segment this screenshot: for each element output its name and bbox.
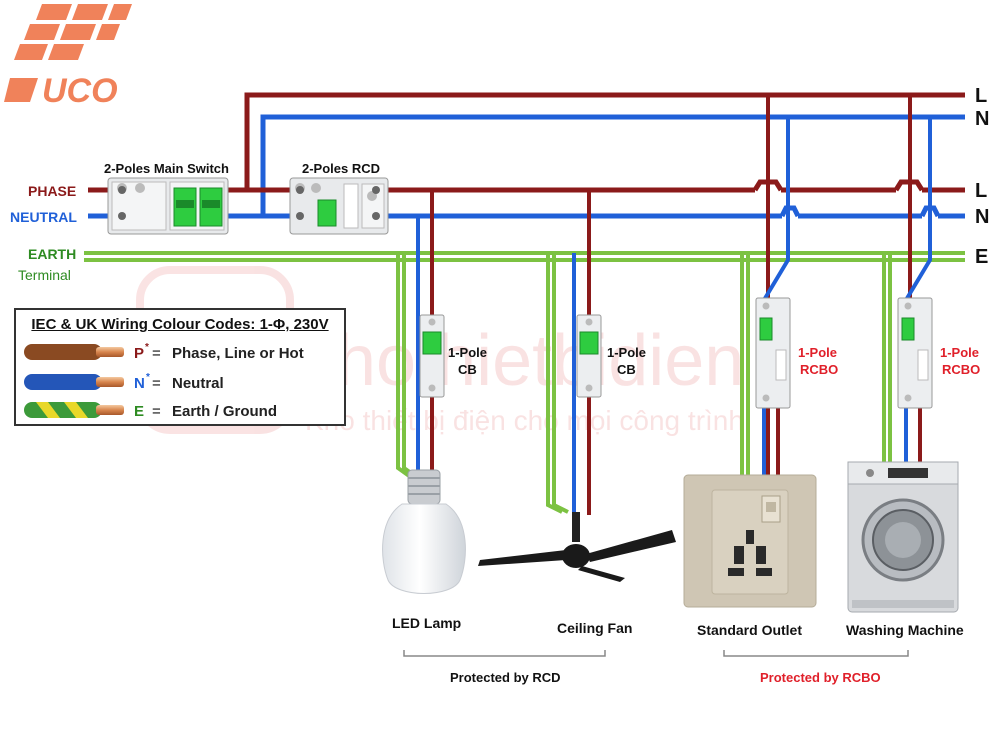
watermark-main: khothietbidien <box>300 321 744 401</box>
legend-e-eq: = <box>152 403 161 420</box>
rcbo-2 <box>897 297 933 409</box>
outlet-branch <box>740 95 790 475</box>
green-yellow-wire-icon <box>24 402 124 418</box>
legend-p-text: Phase, Line or Hot <box>172 345 304 362</box>
rcd <box>289 177 389 235</box>
logo-text: UCO <box>42 72 118 110</box>
cb2-label-line1: 1-Pole <box>607 345 646 360</box>
legend-n-code: N <box>134 375 145 392</box>
bus-labels: L N L N E <box>975 85 989 268</box>
legend-graphic: P * = Phase, Line or Hot N * = Neutral E… <box>24 342 304 420</box>
cb2-label-line2: CB <box>617 362 636 377</box>
rcd-group-label: Protected by RCD <box>450 670 561 685</box>
label-mid-n: N <box>975 206 989 228</box>
cb-1 <box>419 314 445 398</box>
standard-outlet-icon <box>683 474 817 608</box>
ceiling-fan-icon <box>478 512 676 582</box>
rcbo-group-bracket <box>723 650 909 657</box>
rcbo1-label-line2: RCBO <box>800 362 838 377</box>
blue-wire-icon <box>24 374 124 390</box>
top-n-bus <box>260 114 965 216</box>
led-lamp-icon <box>382 469 466 594</box>
legend-e-code: E <box>134 403 144 420</box>
main-switch <box>107 177 229 235</box>
watermark-sub: Kho thiết bị điện cho mọi công trình <box>305 405 744 436</box>
terminal-label: Terminal <box>18 267 71 283</box>
uco-logo: UCO <box>4 4 132 110</box>
earth-bus <box>84 251 965 262</box>
rcbo1-label-line1: 1-Pole <box>798 345 837 360</box>
wiring-colour-legend: IEC & UK Wiring Colour Codes: 1-Φ, 230V … <box>14 308 346 426</box>
washer-label: Washing Machine <box>846 622 964 638</box>
legend-title: IEC & UK Wiring Colour Codes: 1-Φ, 230V <box>31 316 329 333</box>
cb1-label-line2: CB <box>458 362 477 377</box>
legend-p-sup: * <box>145 342 149 353</box>
rcbo-1 <box>755 297 791 409</box>
terminal-dots <box>118 186 380 220</box>
legend-e-text: Earth / Ground <box>172 403 277 420</box>
neutral-label: NEUTRAL <box>10 209 77 225</box>
legend-n-sup: * <box>146 372 150 383</box>
rcd-group-bracket <box>403 650 606 657</box>
rcd-label: 2-Poles RCD <box>302 161 380 176</box>
rcbo2-label-line2: RCBO <box>942 362 980 377</box>
legend-p-eq: = <box>152 345 161 362</box>
rcbo-group-label: Protected by RCBO <box>760 670 881 685</box>
phase-label: PHASE <box>28 183 76 199</box>
washer-branch <box>882 95 932 462</box>
legend-n-eq: = <box>152 375 161 392</box>
cb1-label-line1: 1-Pole <box>448 345 487 360</box>
brown-wire-icon <box>24 344 124 360</box>
legend-n-text: Neutral <box>172 375 224 392</box>
washing-machine-icon <box>847 461 959 613</box>
outlet-label: Standard Outlet <box>697 622 802 638</box>
label-top-l: L <box>975 85 987 107</box>
cb-2 <box>576 314 602 398</box>
main-switch-label: 2-Poles Main Switch <box>104 161 229 176</box>
watermark: khothietbidien Kho thiết bị điện cho mọi… <box>136 266 744 436</box>
label-mid-l: L <box>975 180 987 202</box>
legend-p-code: P <box>134 345 144 362</box>
earth-label: EARTH <box>28 246 76 262</box>
rcbo2-label-line1: 1-Pole <box>940 345 979 360</box>
lamp-label: LED Lamp <box>392 615 461 631</box>
top-l-bus <box>244 92 965 190</box>
phase-wires <box>88 179 965 193</box>
label-earth: E <box>975 246 988 268</box>
fan-label: Ceiling Fan <box>557 620 632 636</box>
label-top-n: N <box>975 108 989 130</box>
